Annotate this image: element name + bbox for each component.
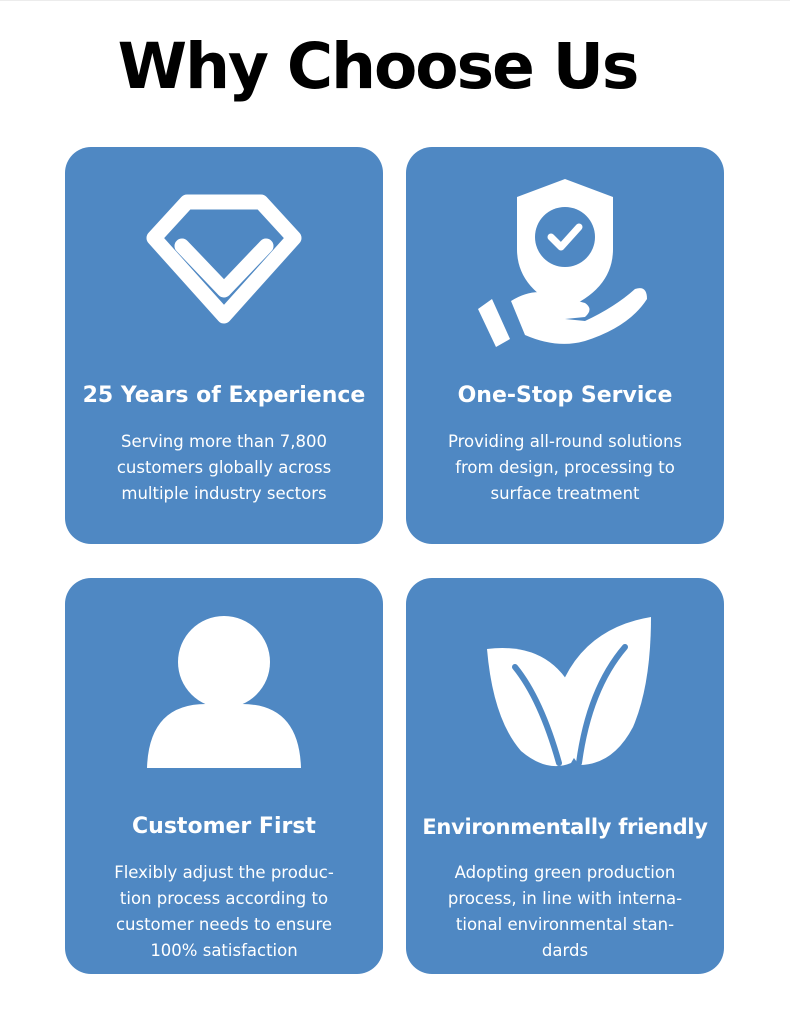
feature-card-environment: Environmentally friendly Adopting green … bbox=[406, 578, 724, 974]
feature-card-experience: 25 Years of Experience Serving more than… bbox=[65, 147, 383, 544]
card-heading: Environmentally friendly bbox=[422, 815, 708, 839]
leaves-icon bbox=[406, 602, 724, 782]
card-description: Serving more than 7,800 customers global… bbox=[116, 432, 332, 503]
diamond-check-icon bbox=[65, 171, 383, 351]
card-heading: One-Stop Service bbox=[457, 383, 673, 408]
card-heading: 25 Years of Experience bbox=[82, 383, 366, 408]
card-description: Providing all-round solutions from desig… bbox=[447, 432, 683, 503]
top-divider bbox=[0, 0, 790, 1]
card-heading: Customer First bbox=[132, 814, 316, 839]
card-description: Flexibly adjust the produc-tion process … bbox=[114, 863, 334, 960]
card-description: Adopting green production process, in li… bbox=[447, 863, 683, 960]
page-title: Why Choose Us bbox=[117, 30, 640, 103]
person-icon bbox=[65, 602, 383, 782]
hand-shield-check-icon bbox=[406, 171, 724, 351]
feature-card-service: One-Stop Service Providing all-round sol… bbox=[406, 147, 724, 544]
feature-card-customer: Customer First Flexibly adjust the produ… bbox=[65, 578, 383, 974]
